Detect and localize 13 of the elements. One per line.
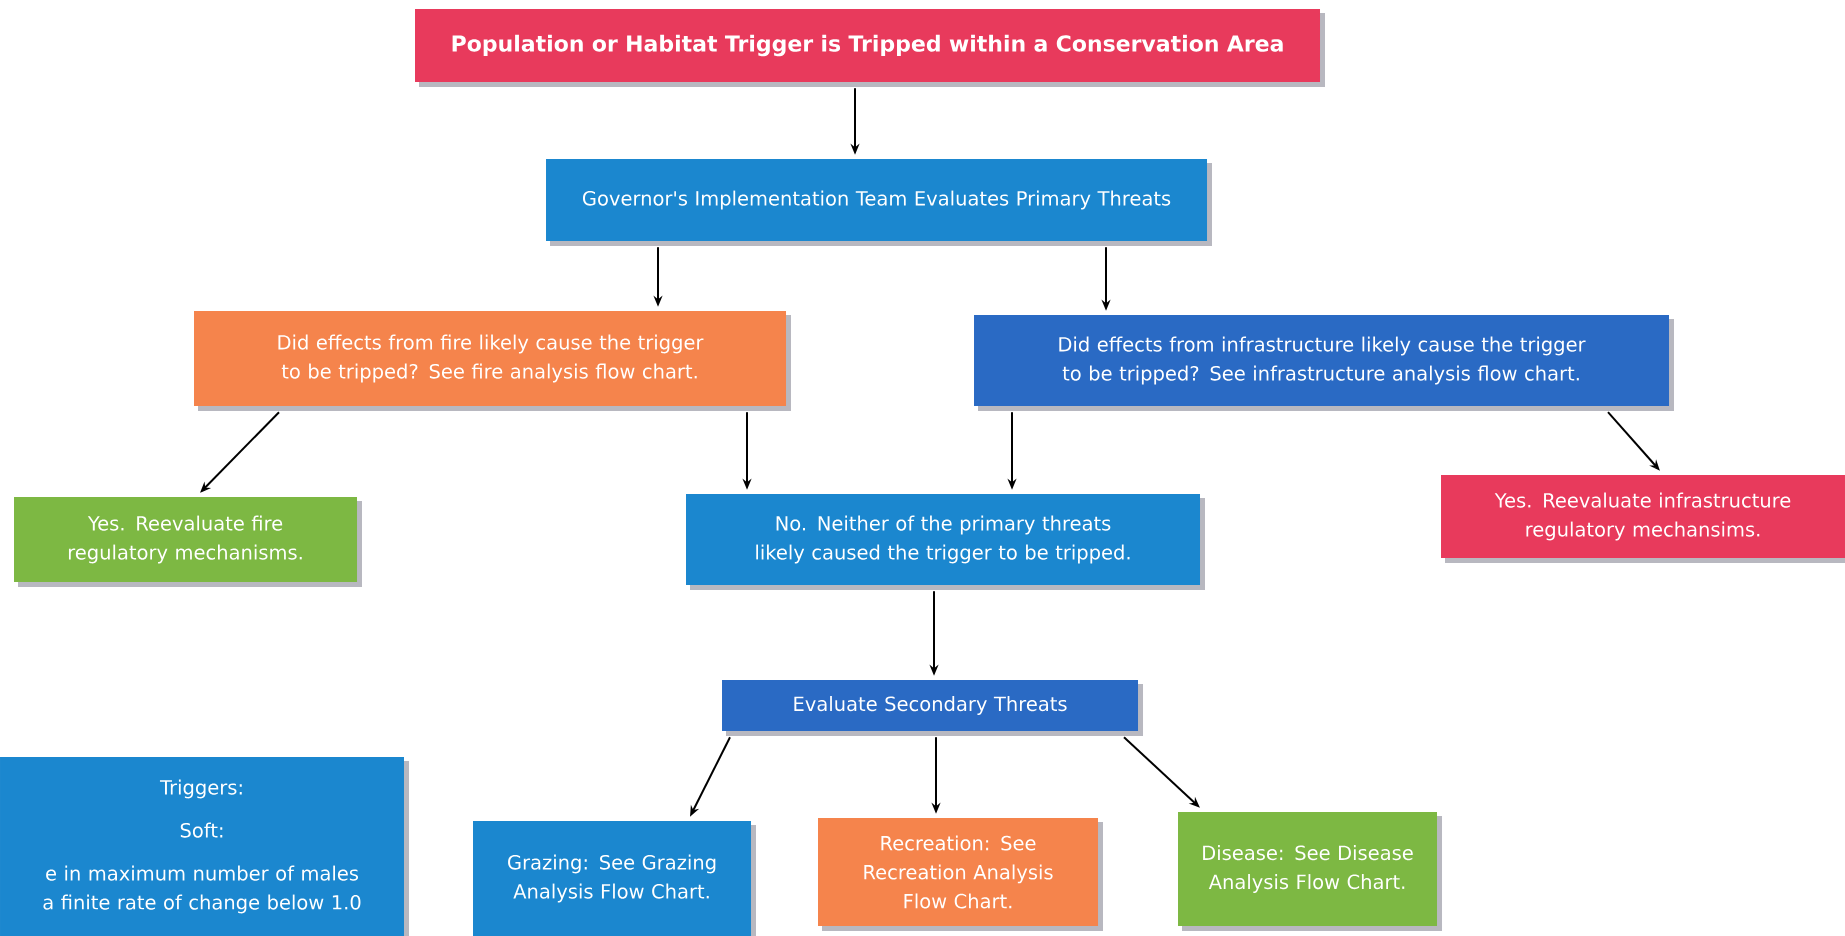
process-box: Did effects from infrastructure likely cause the trigger to be tripped? See infrastructure analysis flow chart. bbox=[974, 315, 1674, 411]
process-box: No. Neither of the primary threats likely caused the trigger to be tripped. bbox=[686, 494, 1205, 590]
process-box: Yes. Reevaluate infrastructure regulatory mechansims. bbox=[1441, 475, 1845, 563]
process-box: Governor's Implementation Team Evaluates Primary Threats bbox=[546, 159, 1212, 246]
process-box: Recreation: See Recreation Analysis Flow Chart. bbox=[818, 818, 1103, 931]
process-box: Evaluate Secondary Threats bbox=[722, 680, 1143, 736]
arrow bbox=[1123, 736, 1200, 808]
process-box: Grazing: See Grazing Analysis Flow Chart. bbox=[473, 821, 756, 936]
process-box: Population or Habitat Trigger is Tripped within a Conservation Area bbox=[415, 9, 1325, 87]
process-box: Yes. Reevaluate fire regulatory mechanisms. bbox=[14, 497, 362, 587]
process-box: Disease: See Disease Analysis Flow Chart. bbox=[1178, 812, 1442, 931]
process-box: Did effects from fire likely cause the trigger to be tripped? See fire analysis flow chart. bbox=[194, 311, 791, 411]
process-box: Triggers: Soft: e in maximum number of males a finite rate of change below 1.0 bbox=[0, 757, 409, 936]
